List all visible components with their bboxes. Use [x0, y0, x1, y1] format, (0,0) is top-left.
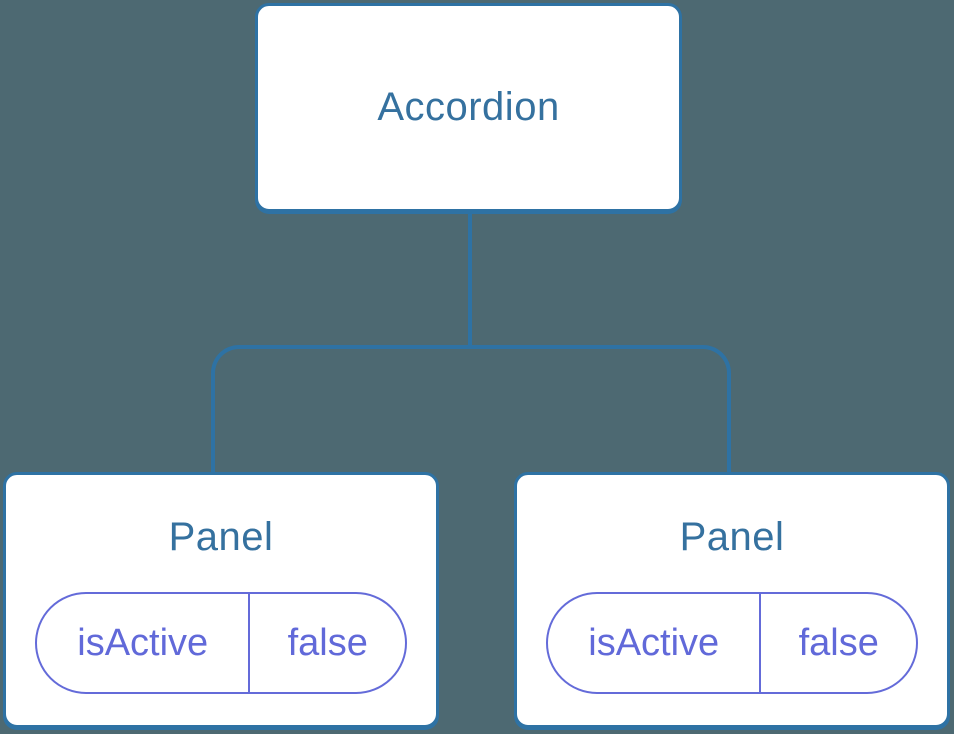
panel-node-label: Panel	[168, 515, 274, 559]
connector-bracket	[211, 345, 731, 472]
panel-node-left: Panel isActive false	[3, 472, 439, 728]
accordion-node-label: Accordion	[377, 85, 560, 129]
panel-node-right: Panel isActive false	[514, 472, 950, 728]
connector-stem	[468, 212, 472, 348]
panel-node-label: Panel	[679, 515, 785, 559]
state-value: false	[287, 621, 368, 664]
state-value: false	[798, 621, 879, 664]
state-key: isActive	[37, 594, 251, 692]
state-pill: isActive false	[546, 592, 918, 694]
accordion-node: Accordion	[255, 3, 682, 212]
state-key: isActive	[548, 594, 762, 692]
state-pill: isActive false	[35, 592, 407, 694]
